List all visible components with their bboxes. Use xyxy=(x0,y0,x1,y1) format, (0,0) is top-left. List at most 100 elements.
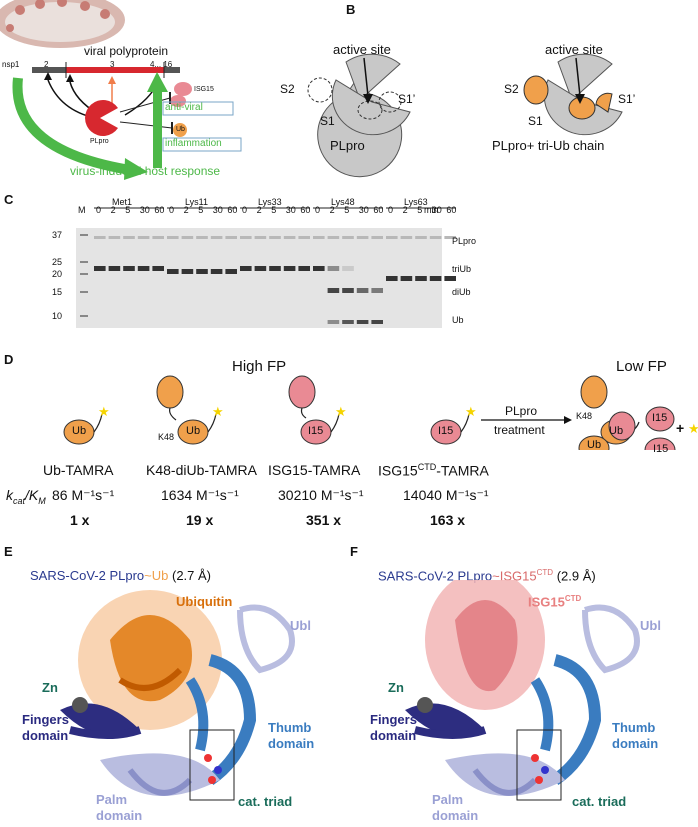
nsp4-16-label: 4... 16 xyxy=(150,60,173,69)
isg15ctd-label: ISG15CTD xyxy=(528,594,582,610)
gel-timepoint-label: 30 xyxy=(285,205,296,215)
host-response-label: virus-induced host response xyxy=(70,164,221,178)
mw-15: 15 xyxy=(52,287,63,297)
rate-isg15ctd: 14040 M⁻¹s⁻¹ xyxy=(403,487,489,503)
gel-band-plpro xyxy=(196,236,208,239)
gel-band-triub xyxy=(415,276,427,281)
gel-band-plpro xyxy=(415,236,427,239)
gel-timepoint-label: 30 xyxy=(212,205,223,215)
gel-band-plpro xyxy=(167,236,179,239)
gel-timepoint-label: 2 xyxy=(329,205,335,215)
active-site-right-label: active site xyxy=(545,42,603,57)
gel-band-plpro xyxy=(356,236,369,239)
ub-icon-label: Ub xyxy=(186,425,201,437)
marker-label: M xyxy=(78,205,86,215)
tamra-star-icon: ★ xyxy=(465,404,477,419)
s2-left-label: S2 xyxy=(280,82,295,96)
thumb-label-e: Thumb domain xyxy=(268,720,315,751)
gel-timepoint-label: 5 xyxy=(125,205,131,215)
gel-band-plpro xyxy=(429,236,442,239)
gel-timepoint-label: 5 xyxy=(417,205,423,215)
i15-product-label-2: I15 xyxy=(653,443,669,455)
gel-band-triub xyxy=(269,266,281,271)
treatment-top-label: PLpro xyxy=(505,404,538,418)
panel-f-structure xyxy=(405,580,640,801)
isg15-label: ISG15 xyxy=(194,86,214,93)
fold-isg15ctd: 163 x xyxy=(430,512,466,528)
substrate-ub-tamra: Ub-TAMRA xyxy=(43,462,114,478)
treatment-bottom-label: treatment xyxy=(494,423,545,437)
gel-band-plpro xyxy=(123,236,135,239)
nsp1-label: nsp1 xyxy=(2,60,20,69)
gel-timepoint-label: 60 xyxy=(373,205,384,215)
gel-group-label: Lys63 xyxy=(404,197,428,207)
gel-band-ub xyxy=(356,320,369,324)
tamra-star-icon: ★ xyxy=(98,404,110,419)
gel-band-triub xyxy=(108,266,121,271)
gel-timepoint-label: 0 xyxy=(315,205,321,215)
k48-label: K48 xyxy=(158,432,175,442)
high-fp-label: High FP xyxy=(232,358,287,375)
substrate-k48-diub-tamra: K48-diUb-TAMRA xyxy=(146,462,257,478)
ubiquitin-label: Ubiquitin xyxy=(176,594,233,609)
i15-icon-label: I15 xyxy=(308,425,324,437)
panel-d-substrates xyxy=(63,375,676,450)
gel-band-triub xyxy=(167,269,179,274)
gel-timepoint-label: 0 xyxy=(96,205,102,215)
s2-right-label: S2 xyxy=(504,82,519,96)
gel-band-plpro xyxy=(210,236,223,239)
i15-product-label: I15 xyxy=(652,412,668,424)
gel-timepoint-label: 30 xyxy=(358,205,369,215)
tamra-star-icon: ★ xyxy=(212,404,224,419)
gel-band-plpro xyxy=(298,236,310,239)
virus-icon xyxy=(0,0,125,48)
gel-band-triub xyxy=(386,276,398,281)
gel-band-triub xyxy=(429,276,442,281)
gel-image xyxy=(76,207,456,328)
plpro-name-label: PLpro xyxy=(330,138,365,153)
gel-timepoint-label: 60 xyxy=(154,205,165,215)
gel-band-ub xyxy=(327,320,340,324)
fold-isg15: 351 x xyxy=(306,512,342,528)
low-fp-label: Low FP xyxy=(616,358,667,375)
ubl-label-f: Ubl xyxy=(640,618,661,633)
palm-label-f: Palm domain xyxy=(432,792,479,823)
gel-band-plpro xyxy=(444,236,456,239)
gel-timepoint-label: 2 xyxy=(256,205,262,215)
gel-band-diub xyxy=(342,288,354,293)
rate-k48: 1634 M⁻¹s⁻¹ xyxy=(161,487,239,503)
gel-band-plpro xyxy=(371,236,383,239)
gel-band-plpro xyxy=(342,236,354,239)
gel-band-diub xyxy=(356,288,369,293)
tamra-star-icon: ★ xyxy=(688,421,698,436)
gel-band-triub xyxy=(210,269,223,274)
gel-band-plpro xyxy=(327,236,340,239)
substrate-isg15ctd-tamra: ISG15CTD-TAMRA xyxy=(378,462,489,479)
plpro-label: PLpro xyxy=(90,138,109,145)
fingers-label-f: Fingers domain xyxy=(370,712,417,743)
tamra-star-icon: ★ xyxy=(335,404,347,419)
panel-a-diagram xyxy=(0,0,242,180)
gel-band-plpro xyxy=(400,236,413,239)
panel-e-label: E xyxy=(4,544,13,559)
nsp2-label: 2 xyxy=(44,60,49,69)
gel-band-plpro xyxy=(313,236,325,239)
band-diub-label: diUb xyxy=(452,287,471,297)
kcat-km-label: kcat/KM xyxy=(6,487,46,506)
gel-band-triub xyxy=(298,266,310,271)
gel-band-plpro xyxy=(386,236,398,239)
s1p-right-label: S1’ xyxy=(618,92,636,106)
plus-sign: + xyxy=(676,420,685,436)
rate-isg15: 30210 M⁻¹s⁻¹ xyxy=(278,487,364,503)
band-ub-label: Ub xyxy=(452,315,464,325)
fingers-label-e: Fingers domain xyxy=(22,712,69,743)
i15-icon-label: I15 xyxy=(438,425,454,437)
gel-band-triub xyxy=(225,269,237,274)
gel-timepoint-label: 30 xyxy=(139,205,150,215)
gel-timepoint-label: 60 xyxy=(446,205,457,215)
gel-band-triub xyxy=(94,266,106,271)
panel-b-label: B xyxy=(346,2,356,17)
gel-band-plpro xyxy=(108,236,121,239)
gel-band-triub xyxy=(196,269,208,274)
palm-label-e: Palm domain xyxy=(96,792,143,823)
